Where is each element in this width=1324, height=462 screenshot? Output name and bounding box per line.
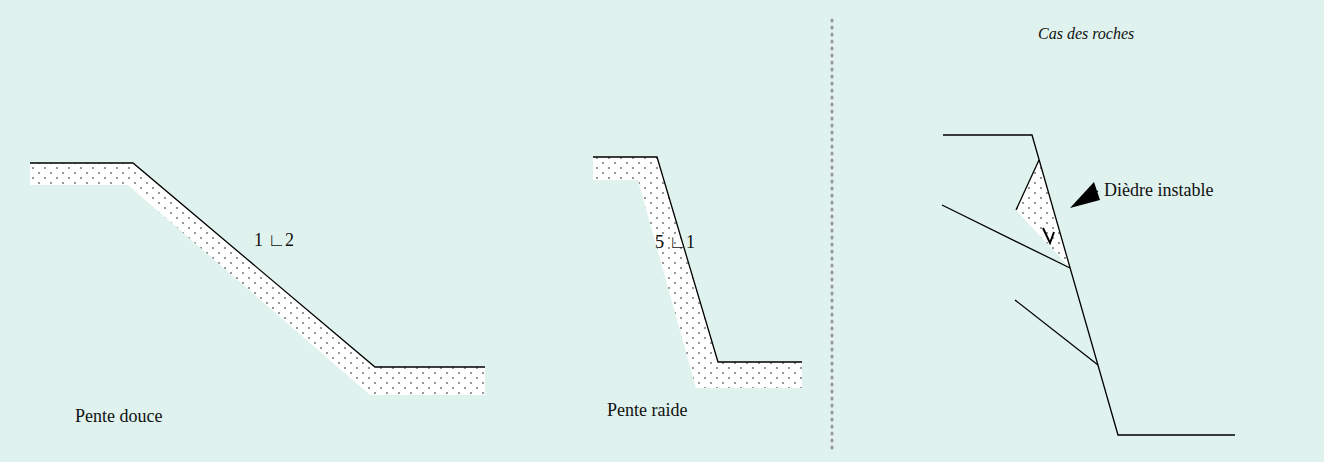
slope-caption: Pente raide <box>607 400 687 422</box>
slope-profile <box>593 157 802 362</box>
slope-profile <box>30 163 485 367</box>
soil-layer <box>593 157 802 388</box>
callout-label: Dièdre instable <box>1104 180 1213 202</box>
joint-line <box>942 205 1070 268</box>
slope-ratio: 1 ∟2 <box>254 230 294 252</box>
rock-face <box>943 135 1235 435</box>
joint-line <box>1016 160 1039 210</box>
joint-line <box>1015 300 1098 365</box>
leader-arrowhead <box>1070 182 1100 208</box>
slope-ratio: 5 ∟1 <box>655 232 695 254</box>
separator <box>831 20 834 452</box>
soil-layer <box>30 163 485 395</box>
section-title: Cas des roches <box>1038 24 1134 43</box>
sliding-arrow <box>1043 228 1054 243</box>
slope-caption: Pente douce <box>75 406 162 428</box>
unstable-wedge <box>1016 160 1070 268</box>
